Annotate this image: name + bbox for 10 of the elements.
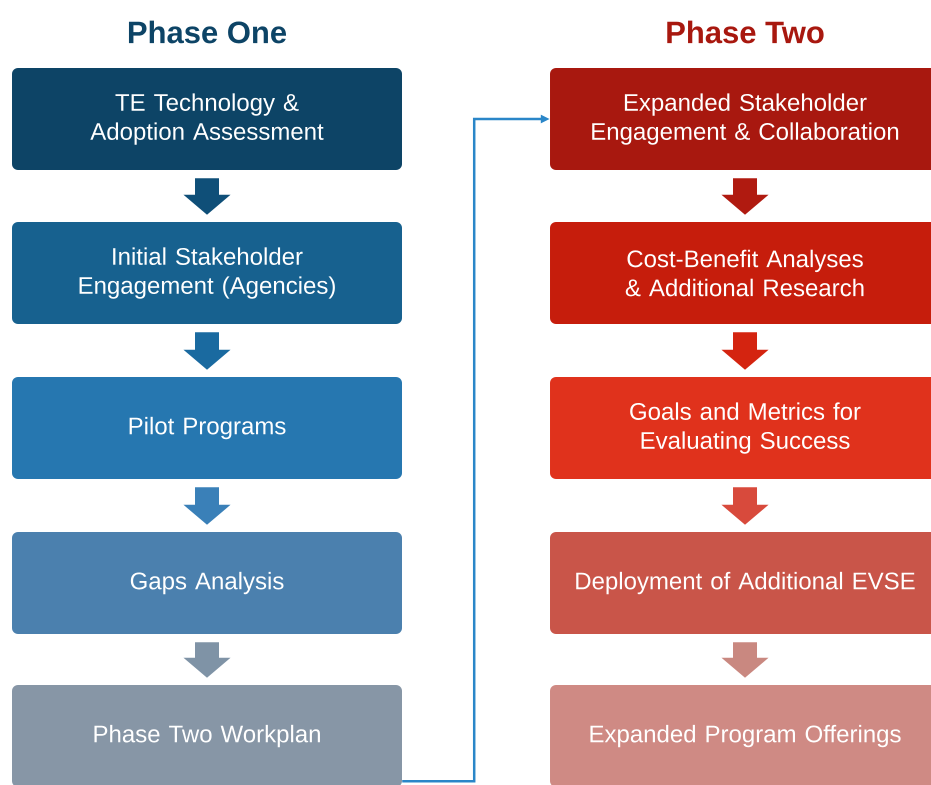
process-box: Expanded Stakeholder Engagement & Collaboration — [550, 68, 931, 170]
process-box: Expanded Program Offerings — [550, 685, 931, 785]
process-box: Phase Two Workplan — [12, 685, 402, 785]
process-box: Initial Stakeholder Engagement (Agencies) — [12, 222, 402, 324]
process-box: Pilot Programs — [12, 377, 402, 479]
process-box: Cost-Benefit Analyses & Additional Research — [550, 222, 931, 324]
process-box: Gaps Analysis — [12, 532, 402, 634]
process-box: Goals and Metrics for Evaluating Success — [550, 377, 931, 479]
process-box: TE Technology & Adoption Assessment — [12, 68, 402, 170]
process-box: Deployment of Additional EVSE — [550, 532, 931, 634]
